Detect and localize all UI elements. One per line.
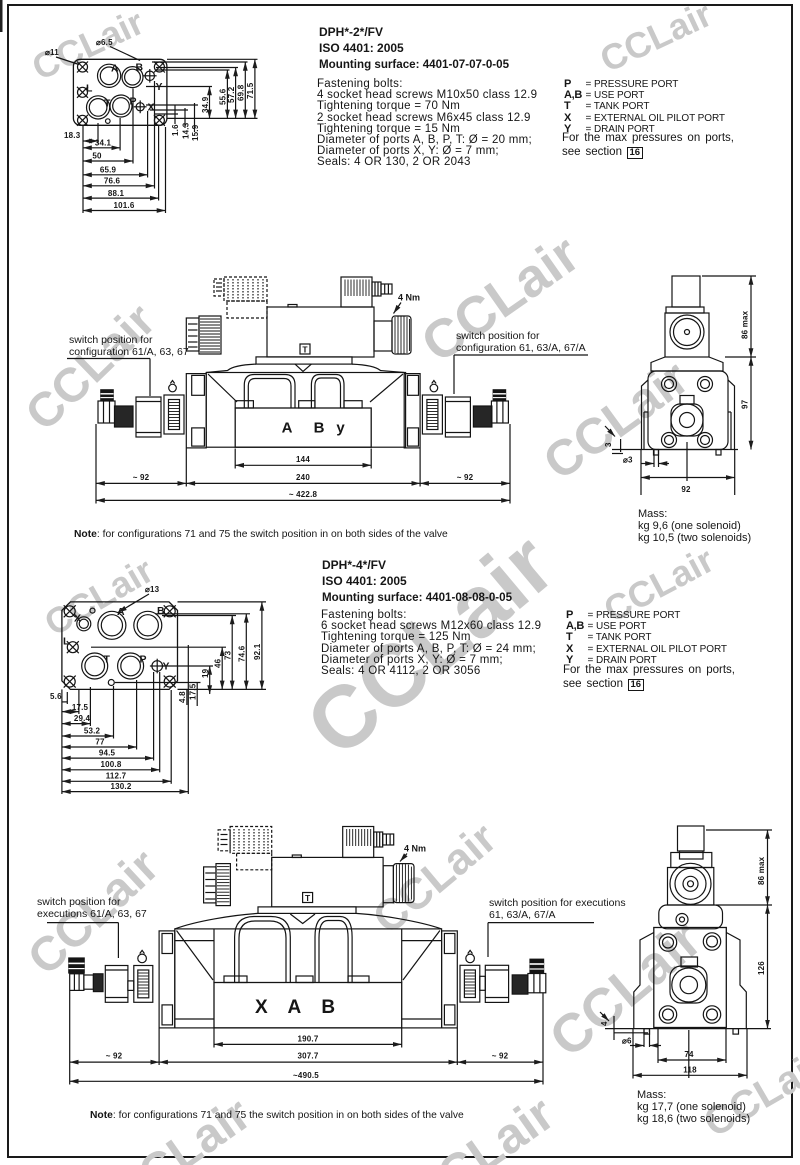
svg-text:1.6: 1.6	[171, 124, 180, 136]
svg-text:~ 92: ~ 92	[106, 1052, 123, 1061]
svg-text:L: L	[63, 636, 70, 648]
svg-text:57.2: 57.2	[227, 86, 236, 103]
svg-text:74.6: 74.6	[238, 645, 247, 662]
svg-text:126: 126	[757, 961, 766, 975]
svg-text:190.7: 190.7	[297, 1034, 318, 1043]
svg-text:92: 92	[681, 485, 691, 494]
svg-text:53.2: 53.2	[84, 726, 101, 735]
svg-text:⌀11: ⌀11	[45, 48, 59, 57]
svg-text:~ 92: ~ 92	[457, 473, 474, 482]
svg-text:65.9: 65.9	[100, 166, 117, 175]
svg-text:⌀13: ⌀13	[145, 585, 160, 594]
svg-text:4: 4	[600, 1021, 609, 1026]
svg-text:73: 73	[224, 650, 233, 660]
svg-text:T: T	[104, 654, 111, 666]
svg-text:A: A	[288, 997, 302, 1018]
svg-text:B: B	[314, 420, 325, 437]
svg-text:69.8: 69.8	[237, 84, 246, 101]
svg-text:X: X	[255, 997, 268, 1018]
svg-text:4 Nm: 4 Nm	[398, 293, 420, 303]
svg-text:88.1: 88.1	[108, 189, 125, 198]
svg-text:94.5: 94.5	[99, 748, 116, 757]
svg-text:14.3: 14.3	[182, 122, 191, 139]
svg-text:P: P	[140, 654, 147, 666]
svg-text:T: T	[104, 98, 111, 110]
svg-text:3: 3	[604, 442, 613, 447]
svg-text:55.6: 55.6	[219, 88, 228, 105]
svg-text:L: L	[86, 83, 93, 95]
svg-text:100.8: 100.8	[100, 760, 121, 769]
svg-text:T: T	[302, 345, 308, 355]
svg-text:97: 97	[741, 399, 750, 409]
svg-text:17.5: 17.5	[189, 683, 198, 700]
svg-text:240: 240	[296, 473, 310, 482]
svg-text:92.1: 92.1	[253, 643, 262, 660]
svg-text:86 max: 86 max	[741, 310, 750, 339]
svg-text:71.5: 71.5	[246, 82, 255, 99]
svg-text:⌀6.5: ⌀6.5	[96, 38, 113, 47]
svg-text:50: 50	[92, 152, 102, 161]
svg-text:4 Nm: 4 Nm	[404, 844, 426, 854]
svg-text:~ 92: ~ 92	[133, 473, 150, 482]
svg-text:B: B	[157, 605, 165, 617]
svg-text:⌀6: ⌀6	[622, 1037, 632, 1046]
svg-text:~490.5: ~490.5	[293, 1071, 319, 1080]
svg-text:76.6: 76.6	[104, 177, 121, 186]
svg-text:y: y	[336, 420, 345, 437]
svg-text:A: A	[282, 420, 293, 437]
svg-text:X: X	[148, 102, 155, 114]
svg-text:B: B	[136, 62, 144, 74]
svg-text:144: 144	[296, 455, 310, 464]
svg-text:74: 74	[684, 1050, 694, 1059]
svg-text:46: 46	[214, 658, 223, 668]
svg-text:⌀3: ⌀3	[623, 456, 633, 465]
svg-text:29.4: 29.4	[74, 714, 91, 723]
svg-text:X: X	[74, 613, 81, 625]
svg-text:112.7: 112.7	[106, 772, 127, 781]
svg-text:~ 92: ~ 92	[492, 1052, 509, 1061]
svg-text:~ 422.8: ~ 422.8	[289, 490, 318, 499]
svg-text:4.8: 4.8	[178, 691, 187, 703]
svg-text:18.3: 18.3	[64, 131, 81, 140]
svg-text:17.5: 17.5	[72, 703, 89, 712]
svg-text:34.1: 34.1	[95, 139, 112, 148]
svg-text:A: A	[111, 63, 119, 75]
svg-text:B: B	[321, 997, 335, 1018]
svg-text:130.2: 130.2	[110, 782, 131, 791]
svg-text:19: 19	[201, 668, 210, 678]
svg-text:15.9: 15.9	[191, 124, 200, 141]
svg-text:5.6: 5.6	[50, 692, 62, 701]
svg-text:118: 118	[683, 1065, 697, 1074]
svg-text:86 max: 86 max	[757, 856, 766, 885]
svg-text:34.9: 34.9	[201, 96, 210, 113]
svg-text:T: T	[305, 893, 311, 903]
svg-text:77: 77	[95, 737, 105, 746]
svg-text:101.6: 101.6	[113, 201, 134, 210]
svg-text:307.7: 307.7	[297, 1052, 318, 1061]
